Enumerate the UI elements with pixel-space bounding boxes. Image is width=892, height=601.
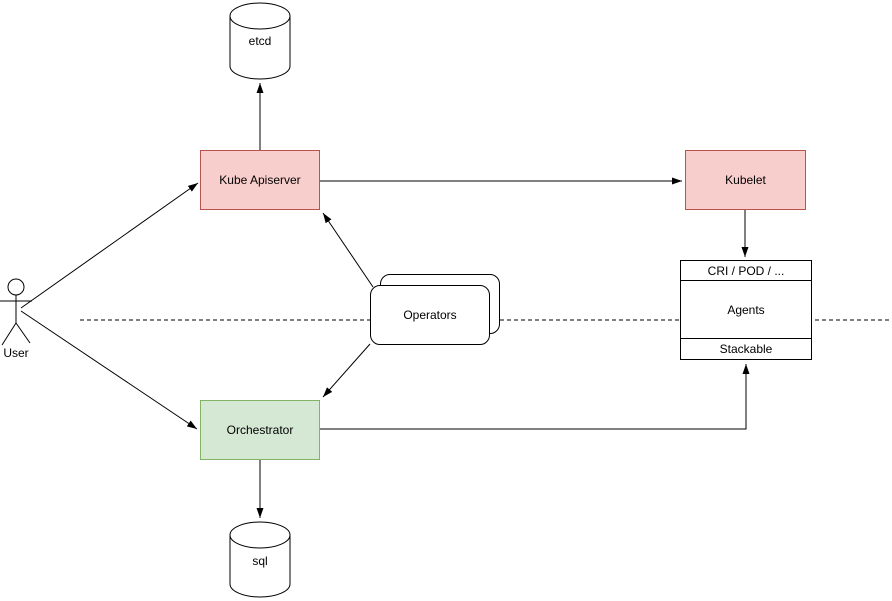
node-kube-apiserver[interactable]: Kube Apiserver (200, 150, 320, 210)
edge-operators-to-orchestrator (322, 343, 371, 398)
node-kube-apiserver-label: Kube Apiserver (219, 172, 301, 187)
node-orchestrator-label: Orchestrator (226, 422, 294, 437)
sql-label: sql (252, 554, 268, 568)
edge-orchestrator-to-stackable (320, 364, 750, 430)
agents-body-row: Agents (681, 281, 811, 338)
sql-database-icon[interactable] (229, 521, 291, 598)
agents-footer-row: Stackable (681, 338, 811, 359)
node-agents[interactable]: CRI / POD / ... Agents Stackable (680, 260, 812, 360)
etcd-database-icon[interactable] (229, 2, 291, 80)
node-kubelet-label: Kubelet (725, 172, 766, 187)
user-actor-icon[interactable] (0, 278, 32, 346)
agents-body-label: Agents (727, 302, 765, 317)
edge-user-to-kube-apiserver (20, 182, 199, 309)
node-orchestrator[interactable]: Orchestrator (200, 400, 320, 460)
agents-header-row: CRI / POD / ... (681, 261, 811, 281)
etcd-label: etcd (248, 34, 272, 48)
node-operators-label: Operators (403, 307, 457, 322)
node-kubelet[interactable]: Kubelet (685, 150, 806, 210)
agents-header-label: CRI / POD / ... (707, 263, 785, 278)
agents-footer-label: Stackable (719, 342, 773, 356)
node-operators[interactable]: Operators (370, 285, 490, 345)
edge-operators-to-kube-apiserver (322, 212, 374, 288)
edge-user-to-orchestrator (20, 310, 198, 430)
user-label: User (3, 346, 29, 360)
